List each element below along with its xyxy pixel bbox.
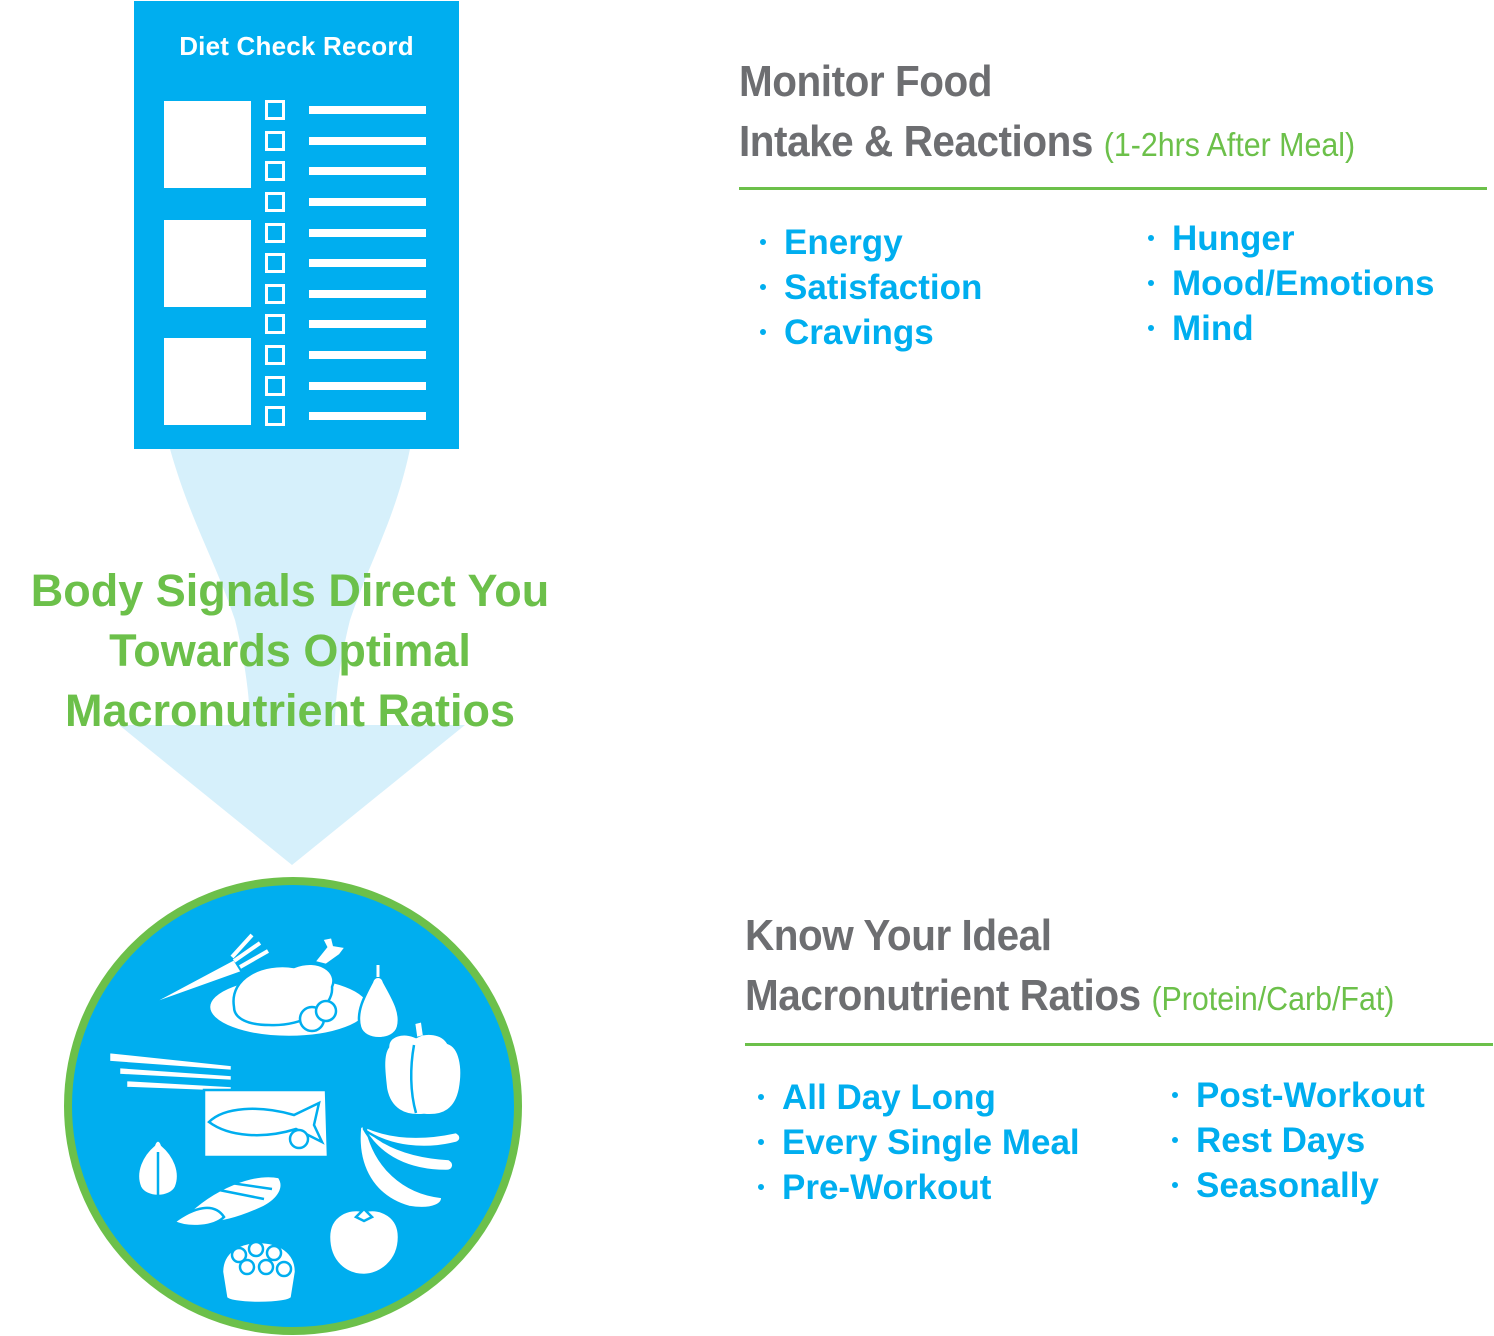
checklist-line — [265, 284, 431, 306]
statement-line: Body Signals Direct You — [30, 565, 550, 616]
text-placeholder-line — [309, 137, 426, 145]
bullet-icon — [760, 329, 766, 335]
funnel-shape — [119, 449, 465, 865]
body-signals-statement: Body Signals Direct You Towards Optimal … — [0, 561, 580, 741]
checkbox-icon — [265, 192, 285, 212]
checkbox-icon — [265, 284, 285, 304]
document-photo — [164, 220, 251, 307]
checklist-line — [265, 192, 431, 214]
ratios-note: (Protein/Carb/Fat) — [1151, 980, 1395, 1017]
diet-check-record-document: Diet Check Record — [134, 1, 459, 449]
checkbox-icon — [265, 314, 285, 334]
checkbox-icon — [265, 345, 285, 365]
list-item: Seasonally — [1172, 1163, 1425, 1208]
beans-bowl-icon — [220, 1240, 298, 1305]
checklist-line — [265, 376, 431, 398]
checkbox-icon — [265, 253, 285, 273]
checklist-line — [265, 253, 431, 275]
checklist-line — [265, 223, 431, 245]
checklist-line — [265, 406, 431, 428]
checklist-line — [265, 161, 431, 183]
food-illustrations — [107, 933, 463, 1305]
bananas-icon — [358, 1123, 462, 1210]
monitor-heading-line2: Intake & Reactions (1-2hrs After Meal) — [739, 112, 1355, 175]
tomato-icon — [327, 1207, 401, 1277]
asparagus-icon — [107, 1050, 234, 1094]
list-item: Post-Workout — [1172, 1073, 1425, 1118]
checklist-line — [265, 100, 431, 122]
checklist-line — [265, 314, 431, 336]
statement-line: Towards Optimal — [109, 625, 471, 676]
ratios-heading-line1: Know Your Ideal — [745, 911, 1052, 960]
bullet-icon — [758, 1139, 764, 1145]
bullet-icon — [760, 284, 766, 290]
corn-icon — [171, 1174, 283, 1228]
list-item: Mind — [1148, 306, 1434, 351]
checklist-line — [265, 131, 431, 153]
bullet-icon — [758, 1094, 764, 1100]
ratios-heading-text: Macronutrient Ratios — [745, 971, 1141, 1020]
bullet-icon — [1172, 1182, 1178, 1188]
text-placeholder-line — [309, 382, 426, 390]
text-placeholder-line — [309, 106, 426, 114]
list-item: Cravings — [760, 310, 982, 355]
text-placeholder-line — [309, 290, 426, 298]
checkbox-icon — [265, 406, 285, 426]
checkbox-icon — [265, 223, 285, 243]
bullet-icon — [758, 1184, 764, 1190]
list-item: Every Single Meal — [758, 1120, 1080, 1165]
ratios-list-right: Post-Workout Rest Days Seasonally — [1172, 1073, 1425, 1208]
list-item: Hunger — [1148, 216, 1434, 261]
bullet-icon — [1148, 280, 1154, 286]
checkbox-icon — [265, 376, 285, 396]
list-item: Mood/Emotions — [1148, 261, 1434, 306]
checkbox-icon — [265, 161, 285, 181]
text-placeholder-line — [309, 412, 426, 420]
checkbox-icon — [265, 131, 285, 151]
monitor-note: (1-2hrs After Meal) — [1103, 126, 1356, 163]
ratios-heading-line2: Macronutrient Ratios (Protein/Carb/Fat) — [745, 966, 1394, 1029]
document-title: Diet Check Record — [179, 31, 414, 61]
roast-chicken-icon — [207, 935, 371, 1039]
statement-line: Macronutrient Ratios — [64, 685, 516, 736]
garlic-icon — [136, 1139, 180, 1198]
bullet-icon — [1148, 325, 1154, 331]
bell-pepper-icon — [382, 1019, 463, 1117]
document-photo — [164, 338, 251, 425]
text-placeholder-line — [309, 320, 426, 328]
funnel-arrow — [119, 449, 465, 865]
bullet-icon — [1172, 1092, 1178, 1098]
checkbox-icon — [265, 100, 285, 120]
list-item: All Day Long — [758, 1075, 1080, 1120]
text-placeholder-line — [309, 259, 426, 267]
text-placeholder-line — [309, 351, 426, 359]
list-item: Satisfaction — [760, 265, 982, 310]
list-item: Rest Days — [1172, 1118, 1425, 1163]
monitor-list-left: Energy Satisfaction Cravings — [760, 220, 982, 355]
list-item: Energy — [760, 220, 982, 265]
document-photo — [164, 101, 251, 188]
text-placeholder-line — [309, 229, 426, 237]
ratios-list-left: All Day Long Every Single Meal Pre-Worko… — [758, 1075, 1080, 1210]
section-divider — [739, 187, 1487, 190]
monitor-list-right: Hunger Mood/Emotions Mind — [1148, 216, 1434, 351]
list-item: Pre-Workout — [758, 1165, 1080, 1210]
section-divider — [745, 1043, 1493, 1046]
monitor-heading-line1: Monitor Food — [739, 57, 993, 106]
text-placeholder-line — [309, 198, 426, 206]
text-placeholder-line — [309, 167, 426, 175]
bullet-icon — [1172, 1137, 1178, 1143]
pear-icon — [357, 965, 401, 1040]
carrot-icon — [143, 933, 269, 1009]
fish-icon — [202, 1088, 330, 1159]
bullet-icon — [760, 239, 766, 245]
bullet-icon — [1148, 235, 1154, 241]
monitor-heading-text: Intake & Reactions — [739, 117, 1093, 166]
checklist-line — [265, 345, 431, 367]
